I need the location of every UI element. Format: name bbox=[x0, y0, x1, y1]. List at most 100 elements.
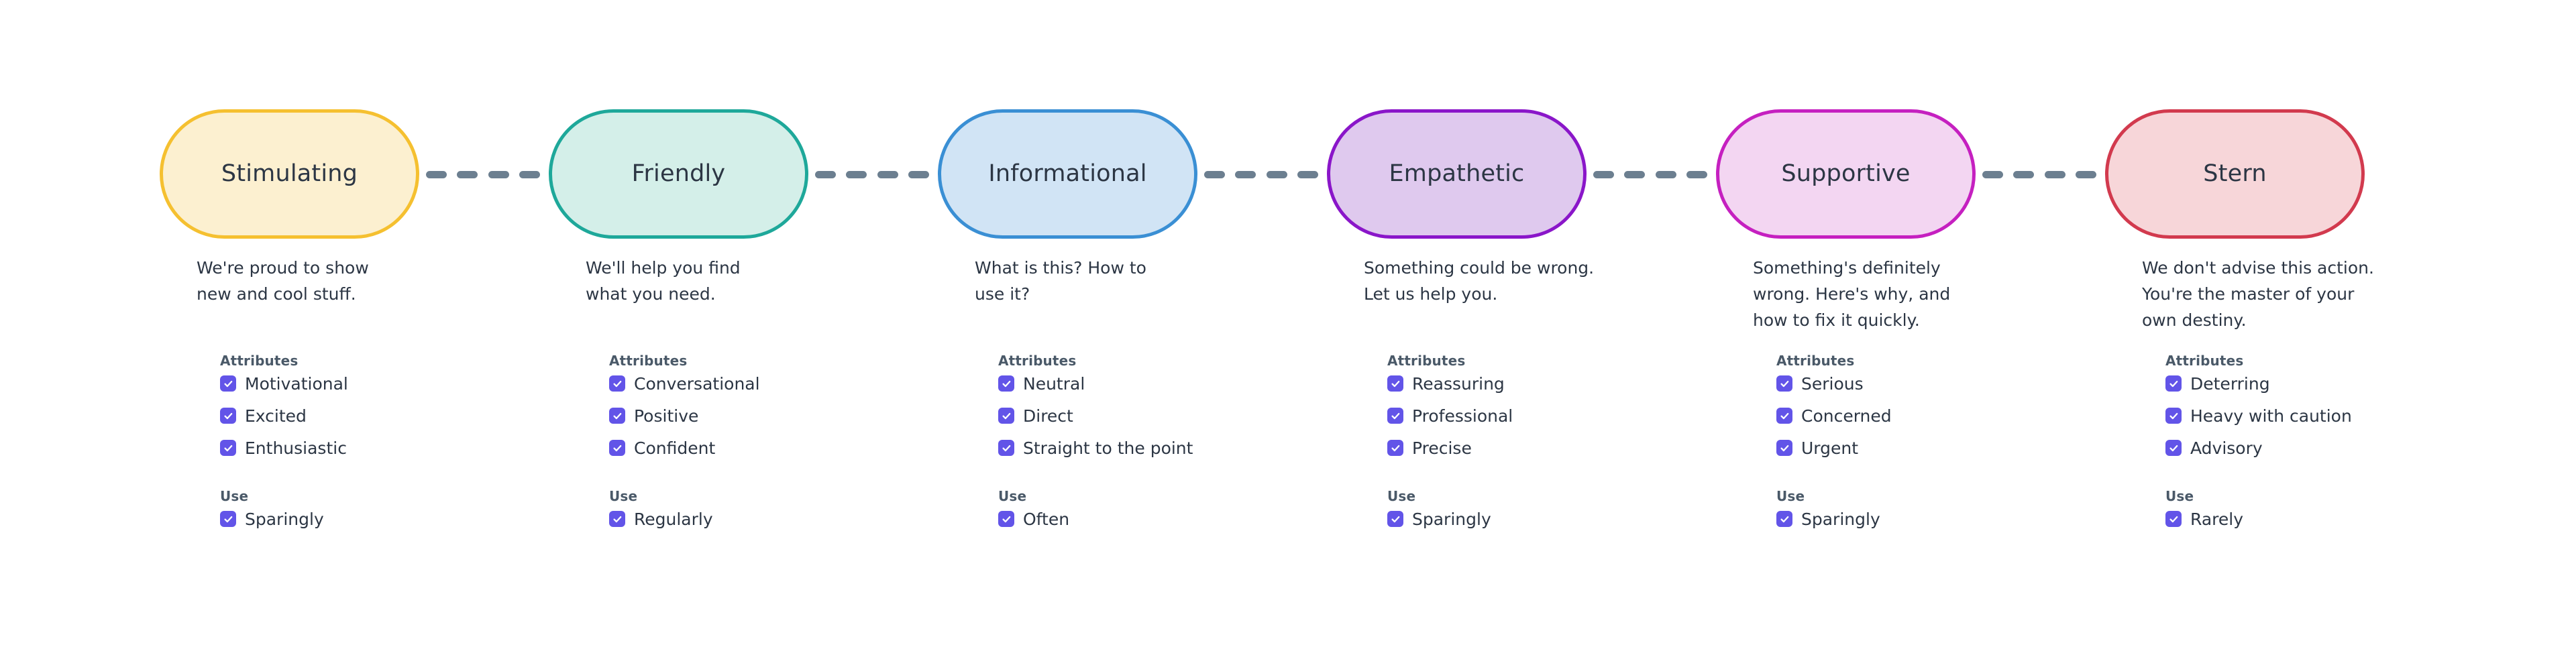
checklist-item[interactable]: Conversational bbox=[609, 373, 898, 394]
connector-dash bbox=[1297, 170, 1318, 178]
check-icon[interactable] bbox=[2165, 440, 2182, 456]
check-icon[interactable] bbox=[1387, 511, 1403, 527]
check-icon[interactable] bbox=[1387, 440, 1403, 456]
use-heading: Use bbox=[220, 488, 249, 504]
tone-pill[interactable]: Informational bbox=[938, 109, 1197, 239]
tone-pill-label: Supportive bbox=[1781, 160, 1911, 187]
tone-pill[interactable]: Friendly bbox=[549, 109, 808, 239]
checklist-item[interactable]: Professional bbox=[1387, 406, 1676, 426]
checklist-item[interactable]: Advisory bbox=[2165, 438, 2454, 458]
check-icon[interactable] bbox=[1776, 408, 1792, 424]
checklist-item-label: Direct bbox=[1023, 406, 1073, 426]
check-icon[interactable] bbox=[1776, 440, 1792, 456]
check-icon[interactable] bbox=[998, 511, 1014, 527]
connector-dash bbox=[2075, 170, 2096, 178]
tone-pill[interactable]: Empathetic bbox=[1327, 109, 1587, 239]
checklist-item[interactable]: Neutral bbox=[998, 373, 1287, 394]
check-icon[interactable] bbox=[220, 511, 236, 527]
checklist-item-label: Urgent bbox=[1801, 438, 1859, 458]
tone-pill[interactable]: Stern bbox=[2105, 109, 2365, 239]
check-icon[interactable] bbox=[220, 375, 236, 392]
checklist-item[interactable]: Serious bbox=[1776, 373, 2065, 394]
checklist-item-label: Professional bbox=[1412, 406, 1513, 426]
check-icon[interactable] bbox=[1387, 375, 1403, 392]
connector-dash bbox=[1235, 170, 1256, 178]
connector-dash bbox=[1593, 170, 1614, 178]
tone-pill[interactable]: Supportive bbox=[1716, 109, 1976, 239]
checklist-item[interactable]: Urgent bbox=[1776, 438, 2065, 458]
checklist-item-label: Conversational bbox=[634, 373, 760, 394]
check-icon[interactable] bbox=[998, 375, 1014, 392]
checklist-item[interactable]: Excited bbox=[220, 406, 508, 426]
tone-pill-label: Informational bbox=[988, 160, 1147, 187]
use-heading: Use bbox=[609, 488, 638, 504]
dashed-connector-icon bbox=[426, 169, 540, 180]
checklist-item[interactable]: Straight to the point bbox=[998, 438, 1287, 458]
check-icon[interactable] bbox=[1387, 408, 1403, 424]
attributes-heading: Attributes bbox=[1776, 353, 1855, 369]
check-icon[interactable] bbox=[1776, 511, 1792, 527]
check-icon[interactable] bbox=[609, 440, 625, 456]
checklist-item-label: Serious bbox=[1801, 373, 1864, 394]
check-icon[interactable] bbox=[220, 408, 236, 424]
checklist-item[interactable]: Precise bbox=[1387, 438, 1676, 458]
tone-pill[interactable]: Stimulating bbox=[160, 109, 419, 239]
check-icon[interactable] bbox=[998, 440, 1014, 456]
checklist-item[interactable]: Rarely bbox=[2165, 509, 2454, 529]
checklist-item[interactable]: Positive bbox=[609, 406, 898, 426]
tone-column: Stern We don't advise this action. You're… bbox=[2105, 0, 2481, 649]
connector-dash bbox=[1624, 170, 1646, 178]
check-icon[interactable] bbox=[2165, 408, 2182, 424]
attributes-heading: Attributes bbox=[220, 353, 299, 369]
check-icon[interactable] bbox=[2165, 375, 2182, 392]
connector-dash bbox=[2013, 170, 2035, 178]
checklist-item[interactable]: Concerned bbox=[1776, 406, 2065, 426]
checklist-item[interactable]: Deterring bbox=[2165, 373, 2454, 394]
check-icon[interactable] bbox=[998, 408, 1014, 424]
checklist-item[interactable]: Confident bbox=[609, 438, 898, 458]
checklist-item-label: Positive bbox=[634, 406, 699, 426]
checklist-item-label: Sparingly bbox=[1801, 509, 1880, 529]
checklist-item[interactable]: Sparingly bbox=[220, 509, 508, 529]
checklist-item[interactable]: Reassuring bbox=[1387, 373, 1676, 394]
tone-pill-label: Stern bbox=[2203, 160, 2267, 187]
check-icon[interactable] bbox=[609, 511, 625, 527]
checklist-item[interactable]: Direct bbox=[998, 406, 1287, 426]
tone-pill-label: Stimulating bbox=[221, 160, 358, 187]
connector-dash bbox=[519, 170, 540, 178]
checklist-item[interactable]: Heavy with caution bbox=[2165, 406, 2454, 426]
checklist-item[interactable]: Sparingly bbox=[1776, 509, 2065, 529]
checklist-item-label: Rarely bbox=[2190, 509, 2243, 529]
checklist-item-label: Advisory bbox=[2190, 438, 2263, 458]
checklist-item-label: Often bbox=[1023, 509, 1070, 529]
tone-description: We're proud to show new and cool stuff. bbox=[197, 258, 369, 304]
check-icon[interactable] bbox=[609, 408, 625, 424]
dashed-connector-icon bbox=[1593, 169, 1707, 180]
tone-description: We don't advise this action. You're the … bbox=[2142, 258, 2374, 330]
check-icon[interactable] bbox=[2165, 511, 2182, 527]
checklist-item-label: Concerned bbox=[1801, 406, 1892, 426]
tone-description: Something's definitely wrong. Here's why… bbox=[1753, 258, 1951, 330]
checklist-item[interactable]: Often bbox=[998, 509, 1287, 529]
checklist-item[interactable]: Regularly bbox=[609, 509, 898, 529]
dashed-connector-icon bbox=[1204, 169, 1318, 180]
check-icon[interactable] bbox=[220, 440, 236, 456]
check-icon[interactable] bbox=[1776, 375, 1792, 392]
connector-dash bbox=[488, 170, 509, 178]
checklist-item[interactable]: Motivational bbox=[220, 373, 508, 394]
check-icon[interactable] bbox=[609, 375, 625, 392]
checklist-item[interactable]: Enthusiastic bbox=[220, 438, 508, 458]
connector-dash bbox=[426, 170, 447, 178]
checklist-item-label: Enthusiastic bbox=[245, 438, 347, 458]
checklist-item[interactable]: Sparingly bbox=[1387, 509, 1676, 529]
